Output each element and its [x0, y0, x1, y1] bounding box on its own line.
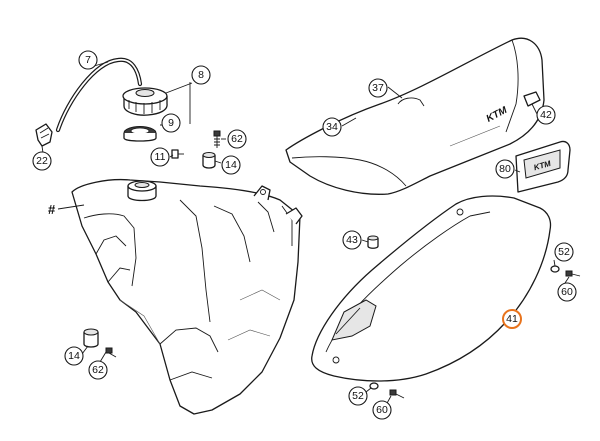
- screw-60-right: [565, 270, 581, 277]
- svg-text:60: 60: [376, 404, 388, 416]
- bolt-11: [171, 149, 184, 159]
- callout-37: 37: [368, 78, 388, 98]
- bushing-14-bottom: [83, 328, 99, 348]
- callout-60-right: 60: [557, 282, 577, 302]
- bushing-14-top: [202, 152, 216, 169]
- fuel-tank: [71, 178, 303, 415]
- callout-80: 80: [495, 159, 515, 179]
- callout-62-top: 62: [227, 129, 247, 149]
- svg-text:7: 7: [85, 54, 91, 66]
- svg-text:37: 37: [372, 82, 384, 94]
- screw-62-bottom: [105, 347, 117, 358]
- tank-marker-label: #: [48, 202, 56, 217]
- callout-11: 11: [150, 147, 170, 167]
- callout-34: 34: [322, 117, 342, 137]
- svg-text:80: 80: [499, 163, 511, 175]
- svg-text:62: 62: [231, 133, 243, 145]
- seat: KTM: [285, 37, 545, 195]
- callout-62-bottom: 62: [88, 360, 108, 380]
- callout-22: 22: [32, 151, 52, 171]
- callout-41-highlighted: 41: [502, 309, 522, 329]
- nut-52-bottom: [369, 382, 379, 390]
- callout-14-bottom: 14: [64, 346, 84, 366]
- hose-elbow-fitting: [35, 123, 53, 147]
- svg-text:62: 62: [92, 364, 104, 376]
- callout-42: 42: [536, 105, 556, 125]
- screw-62-top: [213, 130, 221, 148]
- fuel-cap: [122, 87, 168, 116]
- svg-text:14: 14: [68, 350, 80, 362]
- callout-43: 43: [342, 230, 362, 250]
- callout-7: 7: [78, 50, 98, 70]
- callout-8: 8: [191, 65, 211, 85]
- svg-text:60: 60: [561, 286, 573, 298]
- svg-text:9: 9: [168, 117, 174, 129]
- svg-text:22: 22: [36, 155, 48, 167]
- svg-text:42: 42: [540, 109, 552, 121]
- callout-52-bottom: 52: [348, 386, 368, 406]
- callout-14-top: 14: [221, 155, 241, 175]
- svg-text:52: 52: [352, 390, 364, 402]
- nut-52-right: [550, 265, 560, 273]
- svg-text:11: 11: [155, 151, 166, 163]
- fuel-hose: [55, 57, 143, 133]
- tank-marker: #: [48, 202, 85, 217]
- svg-text:8: 8: [198, 69, 204, 81]
- cap-gasket: [123, 126, 157, 142]
- side-panel: [311, 195, 552, 382]
- seat-decal: KTM: [515, 140, 571, 193]
- callout-52-right: 52: [554, 242, 574, 262]
- svg-text:41: 41: [506, 313, 518, 325]
- seat-clip: [523, 91, 541, 107]
- svg-text:43: 43: [346, 234, 358, 246]
- callout-60-bottom: 60: [372, 400, 392, 420]
- svg-text:52: 52: [558, 246, 570, 258]
- svg-text:34: 34: [326, 121, 338, 133]
- bushing-43: [367, 235, 379, 249]
- callout-9: 9: [161, 113, 181, 133]
- svg-text:14: 14: [225, 159, 237, 171]
- screw-60-bottom: [389, 389, 405, 399]
